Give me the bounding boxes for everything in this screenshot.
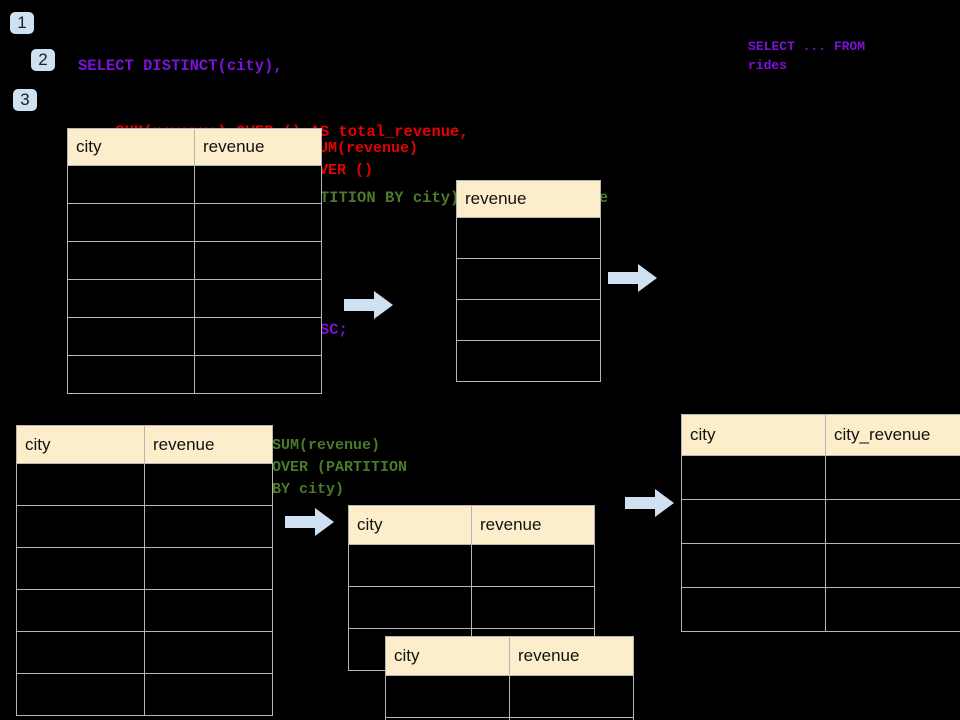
table-header-row: city revenue (67, 128, 322, 166)
rides-source-table-top: city revenue (67, 128, 322, 394)
table-row (681, 543, 960, 588)
column-header-city-revenue: city_revenue (825, 414, 960, 456)
city-revenue-result-table: city city_revenue (681, 414, 960, 632)
table-row (16, 463, 273, 506)
column-header-city: city (16, 425, 145, 464)
table-row (456, 217, 601, 259)
partition-group-table-front: city revenue (385, 636, 634, 720)
step-badge-2: 2 (31, 49, 55, 71)
partition-group-table-back: city revenue (348, 505, 595, 671)
column-header-revenue: revenue (509, 636, 634, 676)
column-header-revenue: revenue (144, 425, 273, 464)
table-header-row: city revenue (385, 636, 634, 676)
table-row (681, 587, 960, 632)
arrow-source-to-total (344, 291, 393, 319)
column-header-city: city (385, 636, 510, 676)
table-row (385, 717, 634, 720)
table-header-row: revenue (456, 180, 601, 218)
table-header-row: city revenue (348, 505, 595, 545)
table-row (456, 340, 601, 382)
table-row (16, 547, 273, 590)
step-badge-3: 3 (13, 89, 37, 111)
step-badge-1: 1 (10, 12, 34, 34)
rides-source-table-bottom: city revenue (16, 425, 273, 716)
arrow-partition-to-result (625, 489, 674, 517)
table-row (681, 455, 960, 500)
table-row (67, 279, 322, 318)
column-header-revenue: revenue (194, 128, 322, 166)
arrow-total-to-result (608, 264, 657, 292)
table-row (348, 586, 595, 629)
table-row (16, 505, 273, 548)
table-row (16, 673, 273, 716)
table-row (456, 299, 601, 341)
table-row (67, 241, 322, 280)
table-row (67, 165, 322, 204)
total-revenue-table: revenue (456, 180, 601, 382)
column-header-revenue: revenue (471, 505, 595, 545)
table-row (385, 675, 634, 718)
table-header-row: city revenue (16, 425, 273, 464)
table-row (67, 355, 322, 394)
column-header-city: city (67, 128, 195, 166)
column-header-city: city (348, 505, 472, 545)
annotation-sum-over-empty: SUM(revenue) OVER () (310, 140, 419, 179)
annotation-select-from-rides: SELECT ... FROM rides (748, 39, 866, 73)
annotation-sum-over-partition: SUM(revenue) OVER (PARTITION BY city) (272, 437, 408, 498)
arrow-source-to-partition (285, 508, 334, 536)
sql-line-1: SELECT DISTINCT(city), (78, 57, 283, 75)
table-header-row: city city_revenue (681, 414, 960, 456)
column-header-revenue: revenue (456, 180, 601, 218)
table-row (348, 544, 595, 587)
table-row (16, 631, 273, 674)
table-row (67, 203, 322, 242)
table-row (67, 317, 322, 356)
table-row (681, 499, 960, 544)
table-row (456, 258, 601, 300)
column-header-city: city (681, 414, 826, 456)
table-row (16, 589, 273, 632)
